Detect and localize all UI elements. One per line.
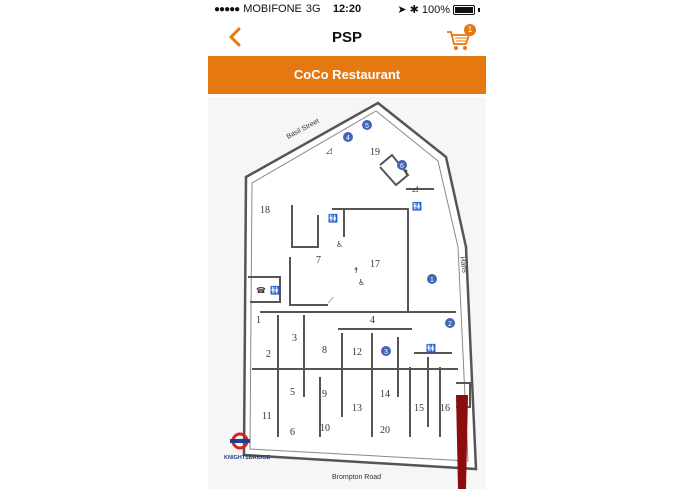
telephone-icon: ☎ [256, 286, 266, 295]
status-right: ➤ ✱ 100% [397, 3, 480, 16]
restaurant-banner: CoCo Restaurant [208, 56, 486, 94]
svg-text:2: 2 [448, 321, 452, 328]
status-left: ●●●●● MOBIFONE 3G [214, 3, 321, 15]
floor-plan: 18 19 7 17 1 4 3 2 8 12 5 9 13 14 15 16 … [224, 101, 478, 489]
entrance-marker-6[interactable]: 6 [397, 160, 407, 170]
area-label-18: 18 [260, 205, 270, 216]
area-label-11: 11 [262, 411, 272, 422]
area-label-13: 13 [352, 403, 362, 414]
store-map[interactable]: 18 19 7 17 1 4 3 2 8 12 5 9 13 14 15 16 … [208, 97, 486, 489]
interior-walls [248, 153, 471, 437]
area-label-10: 10 [320, 423, 330, 434]
page-title: PSP [331, 29, 362, 46]
underground-logo-icon [230, 432, 250, 450]
battery-icon [453, 4, 475, 15]
restroom-icon: 🚻 [412, 201, 422, 211]
area-label-3: 3 [292, 333, 297, 344]
status-bar: ●●●●● MOBIFONE 3G 12:20 ➤ ✱ 100% [208, 0, 486, 20]
accessible-icon: ♿ [358, 278, 365, 287]
chevron-left-icon [229, 27, 241, 47]
area-label-16: 16 [440, 403, 450, 414]
back-button[interactable] [222, 24, 248, 50]
area-label-4: 4 [370, 315, 375, 326]
svg-text:1: 1 [430, 277, 434, 284]
area-label-9: 9 [322, 389, 327, 400]
building-inner-outline [249, 110, 469, 462]
area-label-8: 8 [322, 345, 327, 356]
area-label-19: 19 [370, 147, 380, 158]
area-label-5: 5 [290, 387, 295, 398]
entrance-marker-4[interactable]: 4 [343, 132, 353, 142]
entrance-marker-1[interactable]: 1 [427, 274, 437, 284]
location-icon: ➤ [397, 4, 407, 16]
carrier-name: MOBIFONE [243, 3, 302, 15]
restroom-icon: 🚻 [270, 285, 280, 295]
escalator-icon: ◿ [325, 146, 332, 155]
svg-text:4: 4 [346, 135, 350, 142]
area-label-6: 6 [290, 427, 295, 438]
person-icon: ☨ [354, 266, 358, 275]
status-time: 12:20 [332, 3, 362, 15]
restroom-icon: 🚻 [328, 213, 338, 223]
area-label-12: 12 [352, 347, 362, 358]
street-label-brompton: Brompton Road [332, 474, 381, 481]
area-label-2: 2 [266, 349, 271, 360]
escalator-icon: ⟋ [328, 296, 334, 305]
location-pin-icon [456, 395, 468, 489]
area-label-1: 1 [256, 315, 261, 326]
person-icon: ☨ [404, 168, 408, 177]
phone-screen: ●●●●● MOBIFONE 3G 12:20 ➤ ✱ 100% PSP [208, 0, 486, 494]
svg-text:3: 3 [384, 349, 388, 356]
accessible-icon: ♿ [336, 240, 343, 249]
entrance-marker-2[interactable]: 2 [445, 318, 455, 328]
cart-badge: 1 [464, 24, 476, 36]
cart-button[interactable]: 1 [446, 24, 476, 52]
escalator-icon: ◿ [411, 184, 418, 193]
area-label-14: 14 [380, 389, 390, 400]
navigation-bar: PSP 1 [208, 20, 486, 56]
entrance-marker-3[interactable]: 3 [381, 346, 391, 356]
area-label-17: 17 [370, 259, 380, 270]
area-label-15: 15 [414, 403, 424, 414]
network-type: 3G [305, 3, 321, 15]
battery-tip [478, 7, 480, 12]
entrance-marker-5[interactable]: 5 [362, 120, 372, 130]
area-label-20: 20 [380, 425, 390, 436]
svg-text:6: 6 [400, 163, 404, 170]
station-label: KNIGHTSBRIDGE [224, 455, 270, 461]
street-label-hans: Hans [458, 256, 468, 274]
battery-percent: 100% [421, 3, 450, 16]
signal-icon: ●●●●● [214, 3, 240, 15]
bluetooth-icon: ✱ [409, 4, 419, 16]
restroom-icon: 🚻 [426, 343, 436, 353]
building-outline [242, 101, 478, 471]
svg-text:5: 5 [365, 123, 369, 130]
area-label-7: 7 [316, 255, 321, 266]
